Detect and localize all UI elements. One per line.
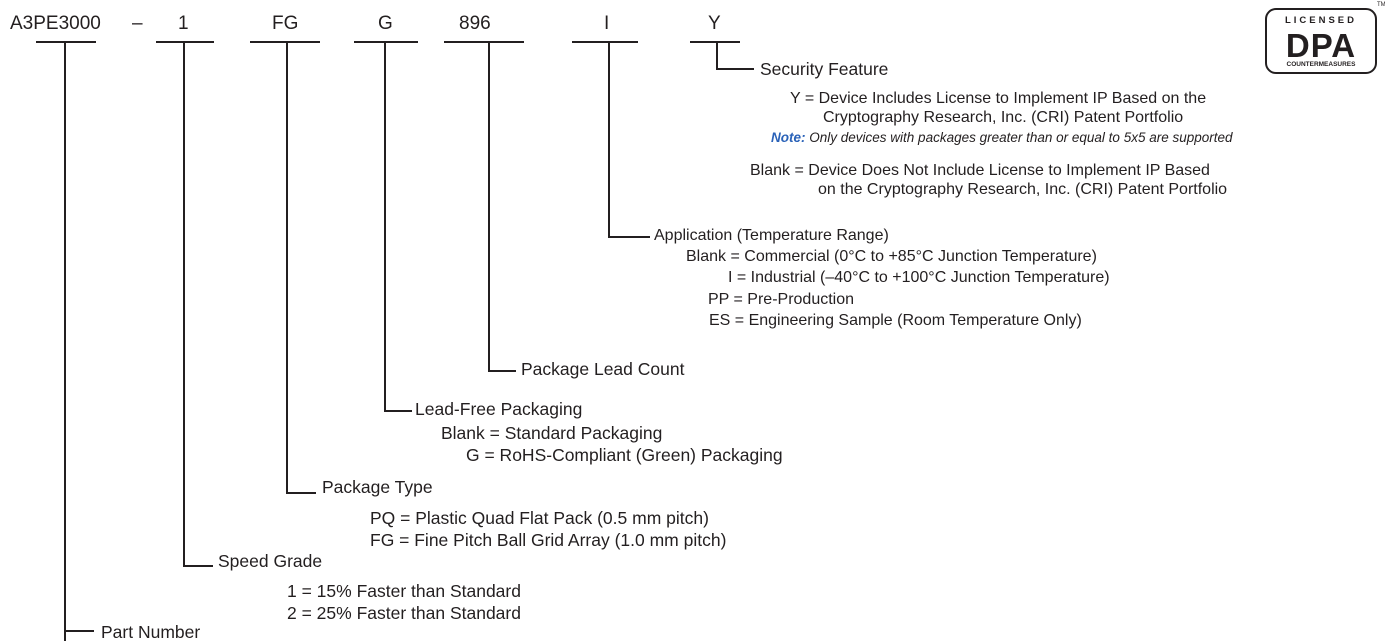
code-lead-free: G	[378, 13, 393, 34]
package-type-title: Package Type	[322, 477, 433, 497]
application-blank: Blank = Commercial (0°C to +85°C Junctio…	[686, 248, 1097, 265]
security-blank-line1: Blank = Device Does Not Include License …	[750, 162, 1210, 179]
security-note: Note: Only devices with packages greater…	[771, 131, 1233, 145]
logo-countermeasures-text: COUNTERMEASURES	[1286, 61, 1356, 68]
connector-speed-horizontal	[183, 565, 213, 567]
application-pp: PP = Pre-Production	[708, 291, 855, 308]
connector-security-vertical	[716, 41, 718, 69]
code-lead-count: 896	[459, 13, 491, 34]
security-y-line1: Y = Device Includes License to Implement…	[790, 90, 1207, 107]
lead-free-title: Lead-Free Packaging	[415, 399, 583, 419]
speed-grade-title: Speed Grade	[218, 551, 323, 571]
security-blank-line2: on the Cryptography Research, Inc. (CRI)…	[818, 181, 1228, 198]
connector-lead-count-vertical	[488, 41, 490, 371]
package-type-fg: FG = Fine Pitch Ball Grid Array (1.0 mm …	[370, 530, 727, 550]
logo-licensed-text: LICENSED	[1284, 15, 1358, 26]
underline-security	[690, 41, 740, 43]
security-y-line2: Cryptography Research, Inc. (CRI) Patent…	[823, 109, 1184, 126]
code-speed-grade: 1	[178, 13, 189, 34]
connector-security-horizontal	[716, 68, 754, 70]
dpa-countermeasures-logo: LICENSED DPA COUNTERMEASURES	[1265, 8, 1377, 74]
lead-count-title: Package Lead Count	[521, 359, 685, 379]
connector-application-vertical	[608, 41, 610, 237]
logo-dpa-text: DPA	[1285, 27, 1357, 64]
code-part-number: A3PE3000	[10, 13, 101, 34]
trademark-mark: TM	[1377, 2, 1385, 8]
lead-free-g: G = RoHS-Compliant (Green) Packaging	[466, 445, 783, 465]
connector-lead-count-horizontal	[488, 370, 516, 372]
connector-package-horizontal	[286, 492, 316, 494]
underline-lead-free	[354, 41, 418, 43]
note-label: Note:	[771, 130, 806, 145]
connector-lead-free-vertical	[384, 41, 386, 411]
speed-grade-2: 2 = 25% Faster than Standard	[287, 603, 521, 623]
note-text: Only devices with packages greater than …	[809, 130, 1233, 145]
application-title: Application (Temperature Range)	[654, 227, 889, 244]
connector-package-vertical	[286, 41, 288, 493]
underline-package	[250, 41, 320, 43]
connector-part-number	[64, 41, 66, 641]
connector-application-horizontal	[608, 236, 650, 238]
application-es: ES = Engineering Sample (Room Temperatur…	[709, 312, 1082, 329]
underline-speed	[156, 41, 214, 43]
code-dash: –	[132, 13, 143, 34]
underline-lead-count	[444, 41, 524, 43]
code-application: I	[604, 13, 610, 34]
code-package-type: FG	[272, 13, 299, 34]
package-type-pq: PQ = Plastic Quad Flat Pack (0.5 mm pitc…	[370, 508, 709, 528]
part-number-title: Part Number	[101, 622, 201, 642]
underline-application	[572, 41, 638, 43]
connector-speed-vertical	[183, 41, 185, 566]
underline-part	[36, 41, 96, 43]
security-feature-title: Security Feature	[760, 59, 889, 79]
code-security: Y	[708, 13, 721, 34]
application-industrial: I = Industrial (–40°C to +100°C Junction…	[728, 269, 1110, 286]
speed-grade-1: 1 = 15% Faster than Standard	[287, 581, 521, 601]
connector-lead-free-horizontal	[384, 410, 412, 412]
lead-free-blank: Blank = Standard Packaging	[441, 423, 663, 443]
